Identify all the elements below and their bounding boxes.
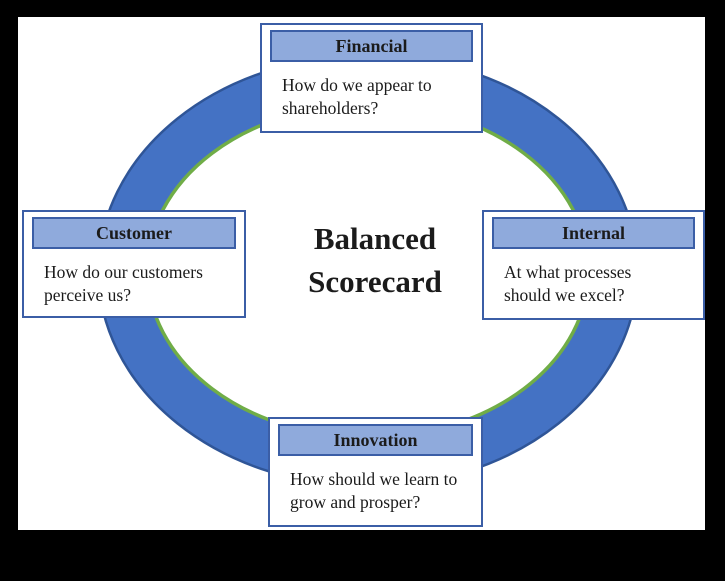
box-question-financial: How do we appear to shareholders? [262, 62, 481, 120]
diagram-canvas: Balanced Scorecard Financial How do we a… [18, 17, 705, 530]
box-header-internal: Internal [492, 217, 695, 249]
perspective-box-innovation: Innovation How should we learn to grow a… [268, 417, 483, 527]
perspective-box-financial: Financial How do we appear to shareholde… [260, 23, 483, 133]
question-line: How should we learn to [290, 469, 458, 489]
perspective-box-internal: Internal At what processes should we exc… [482, 210, 705, 320]
box-header-customer: Customer [32, 217, 236, 249]
box-question-internal: At what processes should we excel? [484, 249, 703, 307]
box-header-innovation: Innovation [278, 424, 473, 456]
box-question-customer: How do our customers perceive us? [24, 249, 244, 307]
box-header-financial: Financial [270, 30, 473, 62]
box-title: Internal [562, 222, 625, 243]
question-line: How do we appear to [282, 75, 432, 95]
question-line: should we excel? [504, 285, 625, 306]
box-title: Financial [335, 35, 408, 56]
question-line: At what processes [504, 262, 632, 282]
question-line: perceive us? [44, 285, 131, 306]
perspective-box-customer: Customer How do our customers perceive u… [22, 210, 246, 318]
question-line: How do our customers [44, 262, 203, 282]
diagram-title: Balanced Scorecard [255, 217, 495, 303]
box-title: Innovation [333, 429, 418, 450]
diagram-title-line: Scorecard [308, 264, 442, 299]
question-line: grow and prosper? [290, 492, 421, 513]
box-question-innovation: How should we learn to grow and prosper? [270, 456, 481, 514]
question-line: shareholders? [282, 98, 379, 119]
box-title: Customer [96, 222, 172, 243]
diagram-title-line: Balanced [313, 221, 437, 256]
